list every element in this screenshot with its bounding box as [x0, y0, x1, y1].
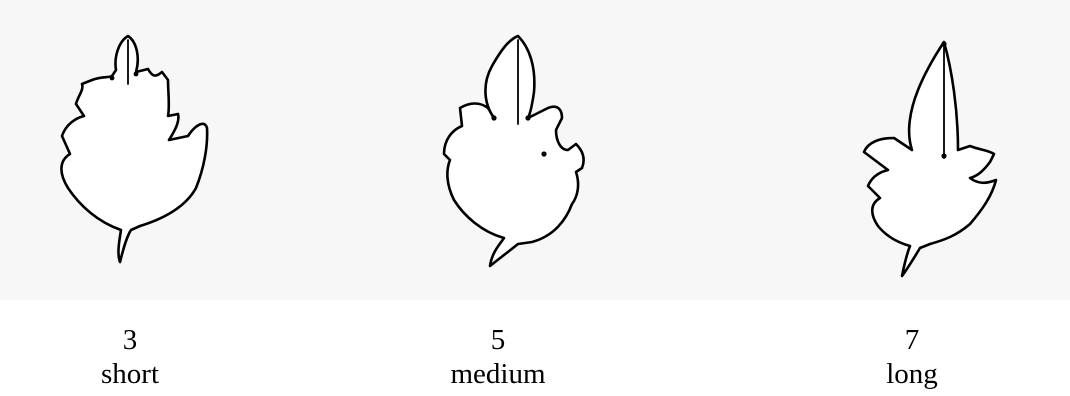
- score-long: 7: [832, 326, 992, 360]
- leaf-medium-dot-left: [491, 115, 496, 120]
- label-short: short: [50, 360, 210, 389]
- caption-short: 3 short: [50, 326, 210, 389]
- leaf-short-outline: [61, 36, 207, 262]
- label-medium: medium: [418, 360, 578, 389]
- leaf-medium-dot-right: [525, 115, 530, 120]
- leaf-short-dot-left: [110, 76, 115, 81]
- caption-long: 7 long: [832, 326, 992, 389]
- score-medium: 5: [418, 326, 578, 360]
- leaf-short-dot-right: [134, 72, 139, 77]
- leaf-long-outline: [864, 42, 996, 276]
- leaf-medium-outline: [444, 36, 584, 266]
- leaf-long-dot-base: [941, 153, 946, 158]
- score-short: 3: [50, 326, 210, 360]
- leaf-long: [864, 41, 996, 276]
- label-long: long: [832, 360, 992, 389]
- leaf-medium: [444, 36, 584, 266]
- leaf-short: [61, 36, 207, 262]
- caption-medium: 5 medium: [418, 326, 578, 389]
- leaf-drawings: [0, 0, 1070, 300]
- leaf-long-dot-top: [941, 41, 946, 46]
- leaf-medium-dot-lower: [541, 151, 546, 156]
